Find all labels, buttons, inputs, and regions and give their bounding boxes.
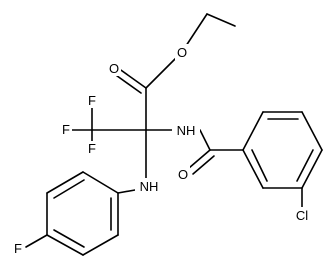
atom-f2: F — [62, 122, 70, 137]
atom-cl: Cl — [296, 208, 308, 223]
bond-amide-double-b — [192, 155, 215, 175]
bond-ring2-f — [25, 234, 48, 248]
bond-ethyl-ch3 — [206, 13, 236, 27]
bond-ring2-b — [46, 171, 84, 194]
bond-ring2-inner-2 — [53, 229, 85, 248]
atom-f1: F — [88, 93, 96, 108]
bond-ring2-inner-1 — [53, 179, 85, 199]
atom-o-carbonyl: O — [109, 61, 119, 76]
atom-o-ether: O — [177, 45, 187, 60]
atom-nh-amide: NH — [177, 123, 196, 138]
atom-f-aryl: F — [14, 241, 22, 256]
bond-ring1-inner-3 — [251, 149, 268, 182]
bond-ring1-f — [242, 149, 264, 189]
bond-nh-amine-ring — [117, 189, 136, 194]
atom-nh-amine: NH — [140, 179, 159, 194]
bond-ring2-e — [82, 234, 119, 256]
bond-ring1-c — [301, 111, 323, 151]
bond-carbonyl-double-a — [117, 67, 147, 89]
bonds — [25, 13, 323, 256]
bond-carbonyl-double-b — [112, 72, 142, 94]
bond-ring1-inner-2 — [296, 149, 314, 182]
bond-ring1-a — [242, 111, 264, 151]
atom-o-amide: O — [178, 167, 188, 182]
bond-amide-double-a — [188, 149, 211, 169]
atom-labels: O O F F F NH O NH Cl F — [12, 44, 312, 256]
bond-ring1-d — [301, 149, 323, 189]
bond-ring2-a — [82, 171, 119, 194]
bond-ring2-d — [46, 234, 84, 256]
bond-nh-amide-c — [199, 129, 211, 151]
atom-f3: F — [88, 141, 96, 156]
